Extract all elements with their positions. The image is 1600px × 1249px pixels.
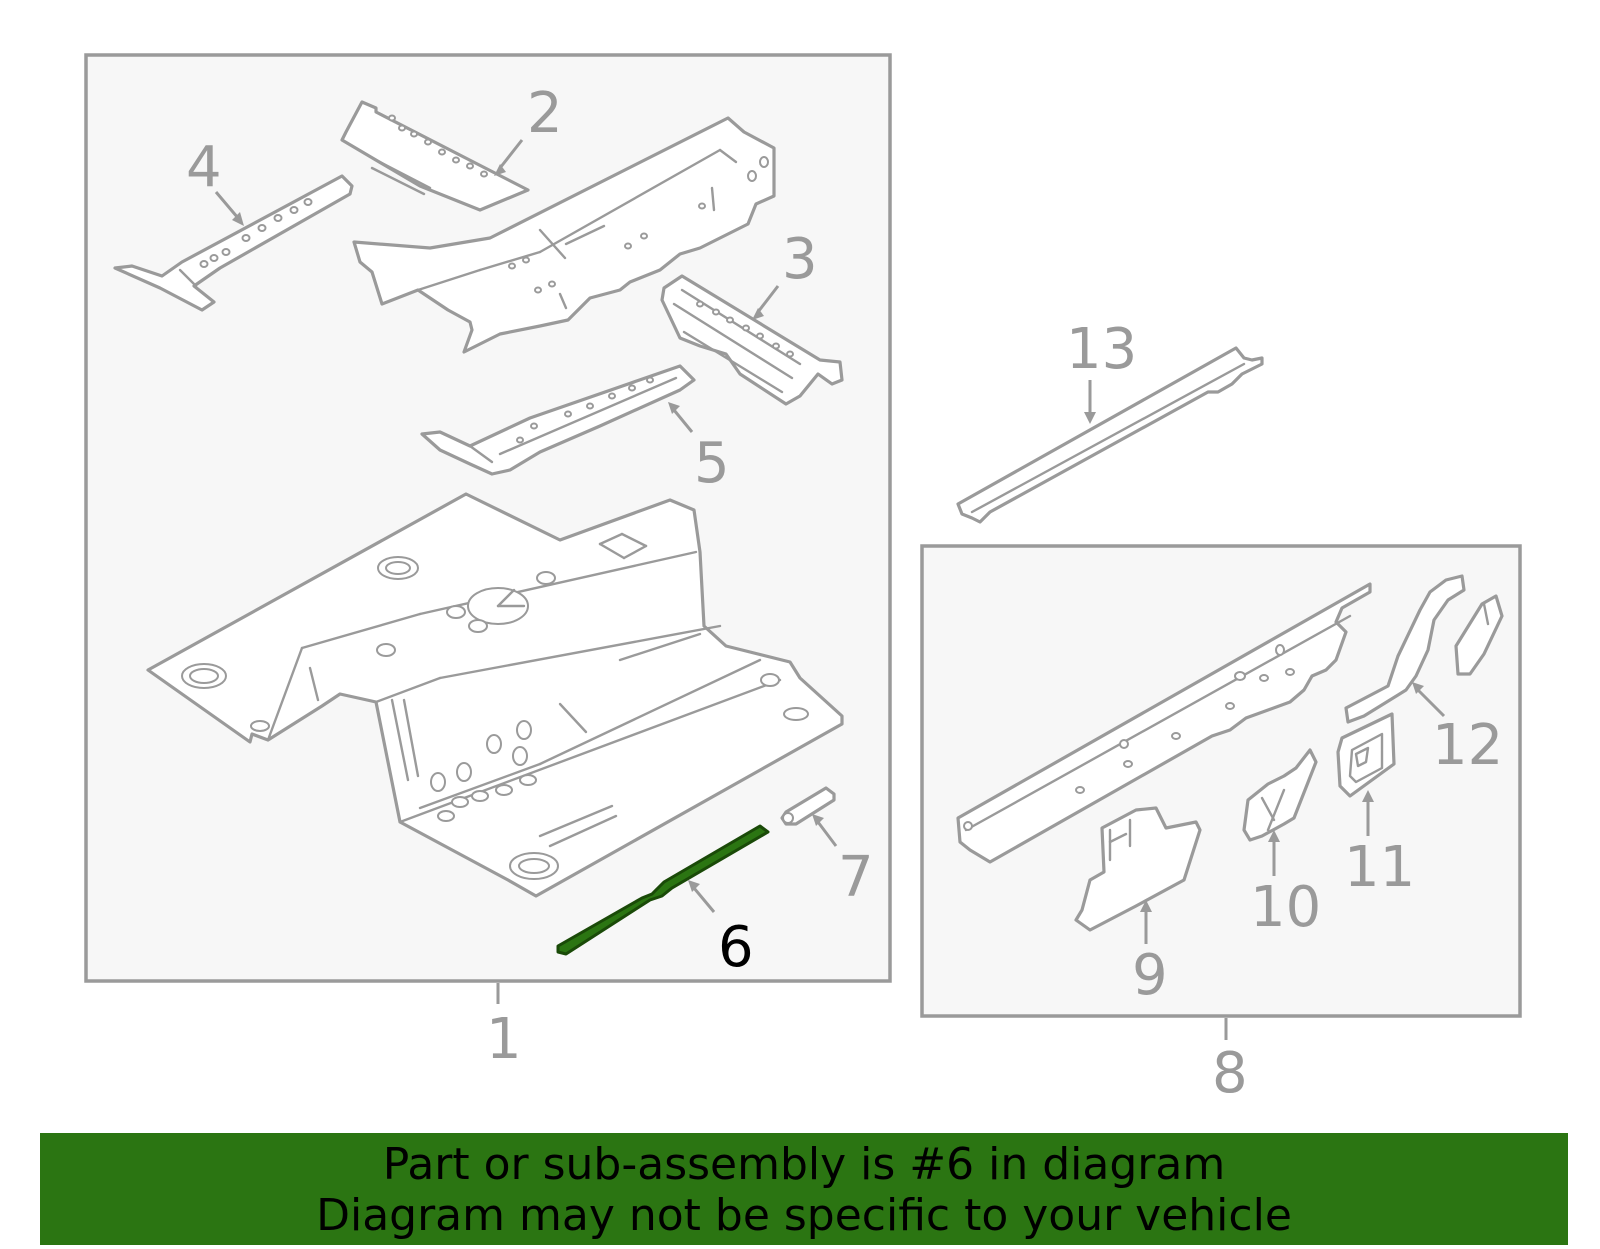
callout-12: 12: [1432, 713, 1503, 778]
part-9[interactable]: [1074, 806, 1202, 932]
part-7[interactable]: [780, 786, 836, 826]
callout-4: 4: [186, 135, 222, 200]
part-6[interactable]: [556, 824, 770, 956]
part-10[interactable]: [1242, 748, 1318, 842]
part-8-sill: [956, 582, 1372, 864]
callout-9: 9: [1132, 943, 1168, 1008]
banner-line-2: Diagram may not be specific to your vehi…: [316, 1190, 1292, 1241]
tunnel-panel: [352, 116, 776, 354]
callout-labels: 2 4 3 5 6 7 1 13 9 10 11 12 8: [186, 81, 1503, 1106]
callout-6: 6: [718, 915, 754, 980]
callout-7: 7: [838, 845, 874, 910]
callout-3: 3: [782, 227, 818, 292]
banner-line-1: Part or sub-assembly is #6 in diagram: [382, 1139, 1226, 1190]
part-13[interactable]: [956, 346, 1264, 524]
callout-10: 10: [1250, 875, 1321, 940]
callout-1: 1: [486, 1007, 522, 1072]
part-4[interactable]: [113, 174, 354, 312]
floor-pan: [146, 492, 844, 898]
leader-lines: [214, 139, 1446, 1040]
part-12[interactable]: [1344, 574, 1504, 724]
part-2[interactable]: [340, 100, 530, 212]
info-banner: Part or sub-assembly is #6 in diagram Di…: [40, 1133, 1568, 1245]
part-11[interactable]: [1336, 712, 1396, 798]
callout-8: 8: [1212, 1041, 1248, 1106]
callout-5: 5: [694, 431, 730, 496]
callout-2: 2: [527, 81, 563, 146]
part-5[interactable]: [420, 364, 696, 476]
part-3[interactable]: [660, 274, 844, 406]
callout-11: 11: [1344, 835, 1415, 900]
callout-13: 13: [1066, 317, 1137, 382]
